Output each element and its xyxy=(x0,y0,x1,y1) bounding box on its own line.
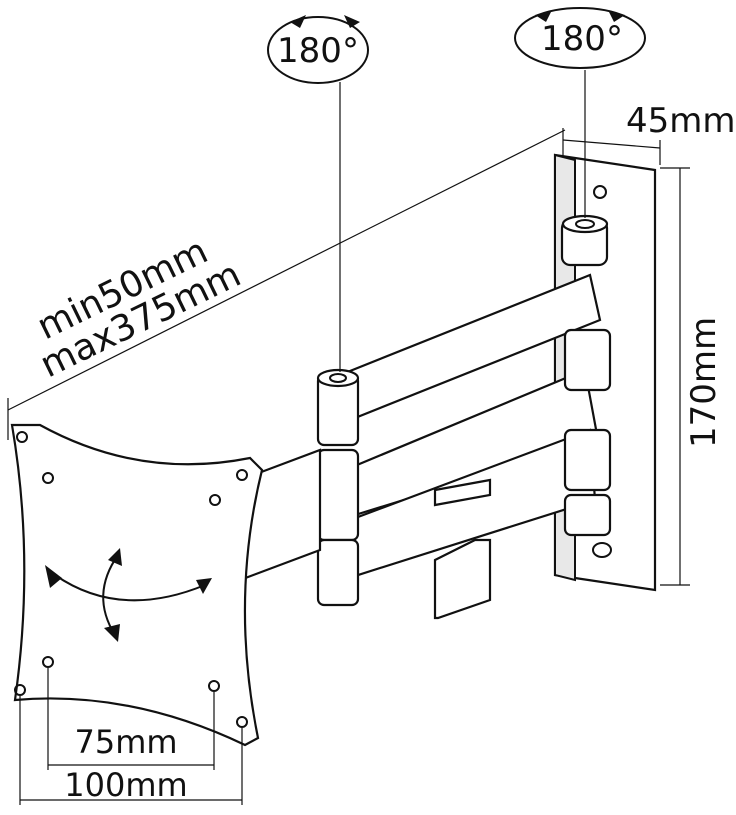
vesa-75-label: 75mm xyxy=(74,723,177,761)
height-label: 170mm xyxy=(684,317,724,448)
tilt-swivel-arrows-icon xyxy=(45,548,212,642)
wall-rotation-label: 180° xyxy=(541,19,623,59)
height-dimension-line xyxy=(660,167,690,586)
arm-rotation-callout xyxy=(267,15,369,372)
vesa-plate xyxy=(10,423,264,747)
vesa-dimension-lines xyxy=(19,668,243,805)
arm-rotation-label: 180° xyxy=(277,31,359,71)
swing-arm xyxy=(238,214,612,620)
extension-dimension-line xyxy=(7,128,566,440)
depth-label: 45mm xyxy=(626,101,736,141)
depth-dimension-line xyxy=(562,139,661,165)
wall-rotation-callout xyxy=(514,7,646,218)
vesa-100-label: 100mm xyxy=(64,766,187,804)
